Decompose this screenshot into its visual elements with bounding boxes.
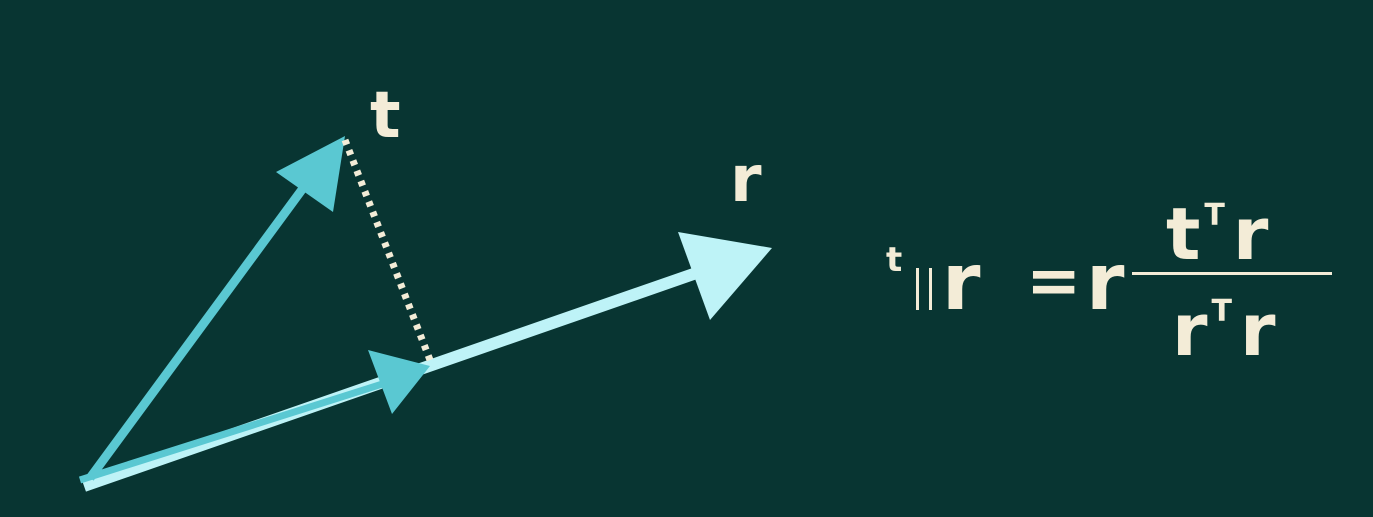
fraction-bar: [1132, 272, 1332, 275]
numerator-vector: t: [1166, 192, 1201, 276]
perpendicular-dotted-line: [341, 138, 434, 362]
vector-t-label: t: [370, 79, 401, 153]
formula-factor: r: [1086, 238, 1125, 328]
denominator-vector: r: [1172, 288, 1208, 372]
vector-r-head: [678, 232, 772, 320]
formula-equals: =: [1026, 242, 1082, 319]
formula-lhs-subscript: t: [886, 240, 903, 280]
projection-arrow: [78, 350, 430, 484]
numerator-transpose: T: [1204, 198, 1225, 233]
numerator-rhs: r: [1232, 192, 1269, 276]
formula-lhs-vector: r: [942, 238, 981, 328]
vector-t-arrow: [86, 136, 345, 481]
denominator-transpose: T: [1211, 294, 1232, 329]
denominator-rhs: r: [1239, 288, 1276, 372]
projection-head: [368, 350, 430, 414]
vector-t-shaft: [86, 173, 316, 481]
vector-r-label: r: [730, 143, 762, 217]
projection-shaft: [78, 376, 397, 484]
parallel-symbol: [916, 268, 932, 310]
vector-t-head: [276, 136, 345, 212]
